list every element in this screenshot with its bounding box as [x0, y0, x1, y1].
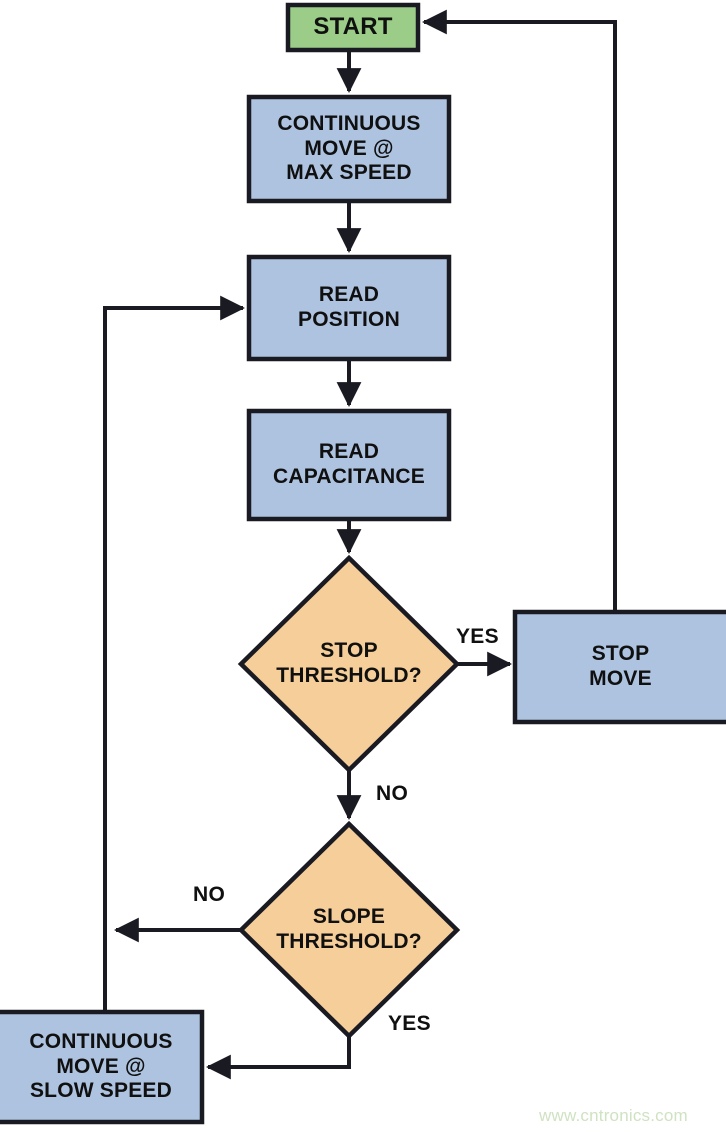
node-read-position	[246, 254, 452, 362]
edge-label-yes-stop-threshold: YES	[456, 625, 499, 648]
node-continuous-move-max-speed	[246, 94, 452, 204]
node-continuous-move-slow-speed	[0, 1009, 205, 1125]
node-slope-threshold	[237, 820, 461, 1040]
node-stop-threshold	[237, 554, 461, 774]
node-stop-move	[512, 609, 726, 725]
edge-label-yes-slope-threshold: YES	[388, 1012, 431, 1035]
edge-slope-threshold-yes-to-slow-speed	[206, 1036, 351, 1080]
edge-stop-move-to-start	[422, 9, 617, 612]
edge-feedback-rail-to-read-position	[103, 295, 245, 1012]
edge-label-no-stop-threshold: NO	[376, 782, 409, 805]
node-read-capacitance	[246, 408, 452, 522]
node-start	[285, 2, 421, 53]
watermark-text: www.cntronics.com	[539, 1106, 688, 1125]
edge-label-no-slope-threshold: NO	[193, 883, 226, 906]
